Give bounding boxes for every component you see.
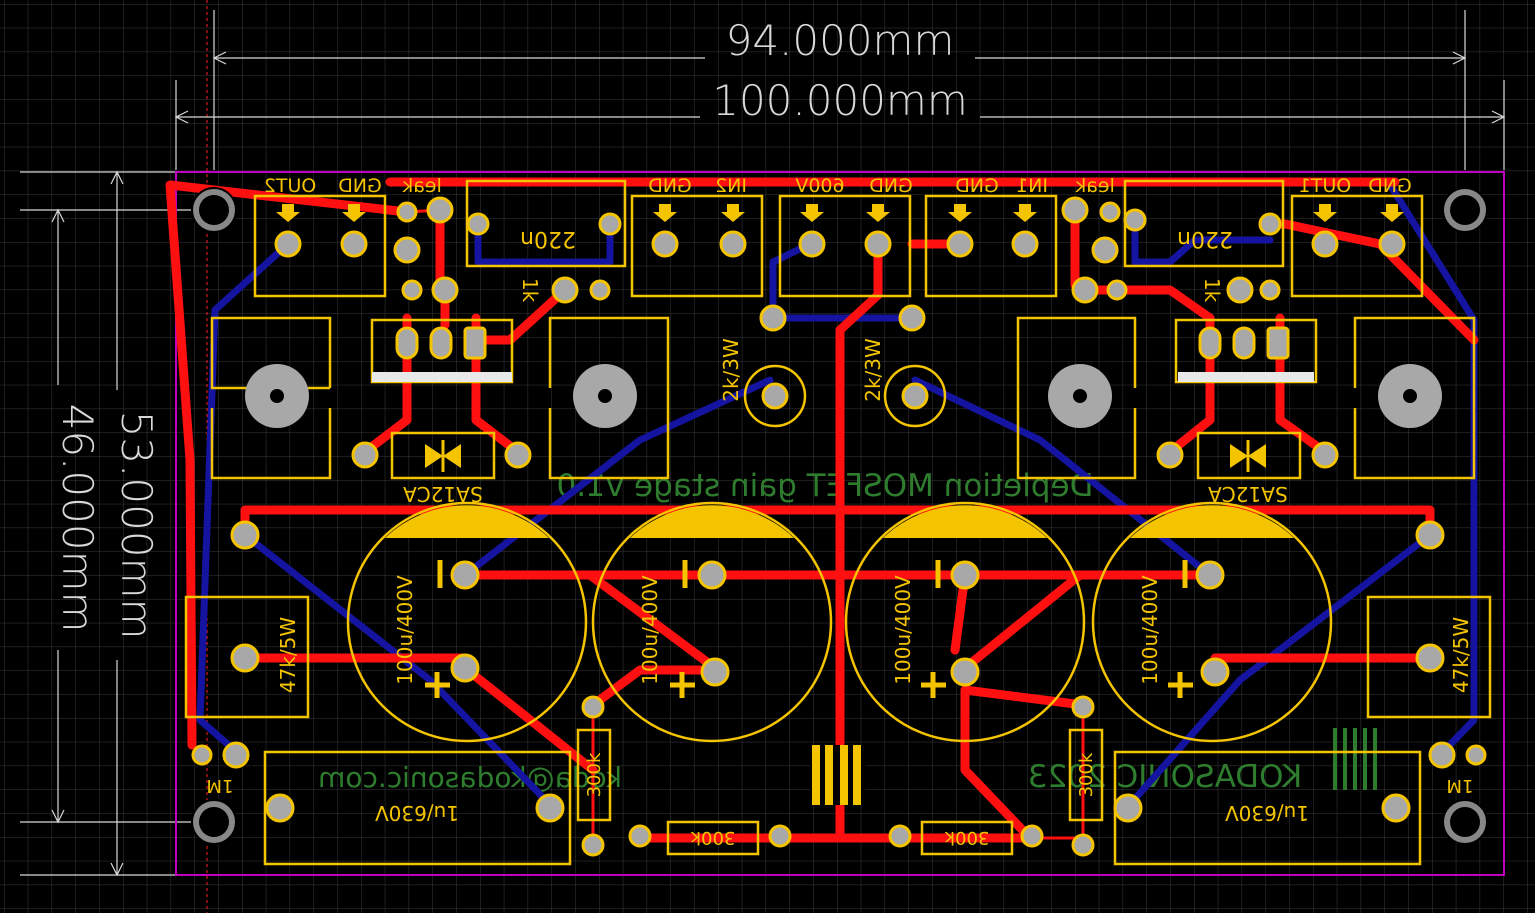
brand-logo	[1333, 728, 1377, 790]
label-1k-left: 1k	[518, 278, 542, 303]
label-out1: OUT1	[1299, 175, 1352, 197]
terminal-arrows	[276, 204, 1404, 222]
label-gnd-b: GND	[648, 175, 692, 197]
label-1u-left: 1u/630V	[375, 801, 459, 825]
label-1k-right: 1k	[1200, 278, 1224, 303]
label-100u-1: 100u/400V	[393, 575, 417, 685]
dim-width-outer: 100.000mm	[712, 76, 968, 125]
label-2k3w-left: 2k/3W	[719, 338, 743, 402]
label-2k3w-right: 2k/3W	[861, 338, 885, 402]
label-100u-4: 100u/400V	[1138, 575, 1162, 685]
label-gnd-a: GND	[338, 175, 382, 197]
connector-labels: OUT2 GND leak GND IN2 600V GND GND IN1 l…	[264, 175, 1412, 197]
label-gnd-d: GND	[955, 175, 999, 197]
dim-height-inner: 46.000mm	[53, 404, 102, 633]
label-220n-left: 220n	[520, 226, 576, 251]
label-gnd-c: GND	[869, 175, 913, 197]
label-100u-2: 100u/400V	[638, 575, 662, 685]
label-300k-vert-right: 300k	[1076, 752, 1097, 797]
dim-height-outer: 53.000mm	[112, 411, 161, 640]
label-100u-3: 100u/400V	[891, 575, 915, 685]
mosfet-tab-left	[372, 372, 512, 382]
dimension-lines	[20, 10, 1506, 877]
label-tvs-left: SA12CA	[403, 482, 483, 506]
tvs-symbols	[425, 444, 1266, 468]
board-outline	[175, 171, 1505, 876]
silkscreen-outlines	[184, 179, 1492, 866]
label-leak-a: leak	[402, 175, 442, 197]
label-leak-b: leak	[1075, 175, 1115, 197]
heatsink-hole-centers	[270, 389, 1417, 403]
bridge-mark	[810, 745, 865, 805]
label-in2: IN2	[715, 175, 747, 197]
label-1m-left: 1M	[207, 775, 234, 796]
pads	[191, 196, 1487, 857]
tvs-bars	[441, 440, 1250, 472]
label-300k-horiz-left: 300k	[690, 827, 735, 848]
label-47k-left: 47k/5W	[276, 617, 300, 693]
mosfet-pads	[395, 326, 1290, 360]
label-220n-right: 220n	[1177, 226, 1233, 251]
label-600v: 600V	[795, 175, 844, 197]
label-47k-right: 47k/5W	[1449, 617, 1473, 693]
mounting-hole-centers	[199, 195, 1480, 837]
cap-polarity-bands	[385, 505, 1294, 538]
email-text: koda@kodasonic.com	[318, 761, 622, 794]
label-1u-right: 1u/630V	[1225, 801, 1309, 825]
label-in1: IN1	[1016, 175, 1048, 197]
label-tvs-right: SA12CA	[1208, 482, 1288, 506]
dim-width-inner: 94.000mm	[726, 16, 955, 65]
label-300k-horiz-right: 300k	[944, 827, 989, 848]
label-gnd-e: GND	[1368, 175, 1412, 197]
label-1m-right: 1M	[1447, 775, 1474, 796]
polarity-marks	[425, 560, 1193, 698]
component-labels: 220n 220n 1k 1k 2k/3W 2k/3W SA12CA SA12C…	[207, 226, 1474, 848]
label-300k-vert-left: 300k	[584, 752, 605, 797]
board-title-text: Depletion MOSFET gain stage v1.0	[557, 468, 1094, 504]
mosfet-tab-right	[1178, 372, 1314, 382]
label-out2: OUT2	[264, 175, 317, 197]
